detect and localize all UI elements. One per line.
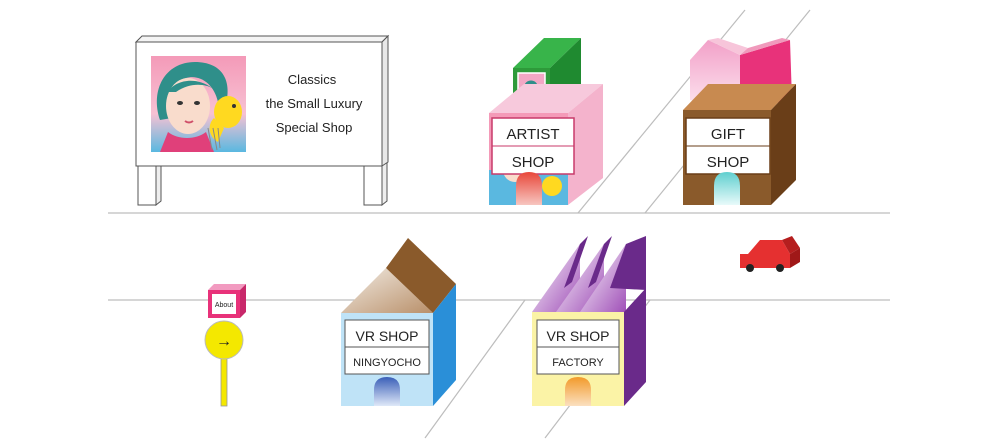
vr-shop-factory-building[interactable]: VR SHOP FACTORY [532,236,646,406]
about-sign-circle [204,320,244,360]
vr-factory-label-1: VR SHOP [546,328,609,344]
portrait-illustration [151,56,246,152]
vr-ningyocho-roof-front [341,268,433,313]
artist-shop-building[interactable]: ARTIST SHOP [489,38,603,205]
gift-shop-top [683,84,796,110]
vr-ningyocho-roof-side [386,238,456,313]
vr-ningyocho-side [433,284,456,406]
arrow-right-icon: → [216,333,232,350]
billboard-line-1: Classics [288,72,337,87]
gift-shop-label-2: SHOP [707,154,750,171]
artist-shop-label-2: SHOP [512,154,555,171]
vr-ningyocho-door [374,377,400,406]
artist-shop-cube-top [513,38,581,68]
about-sign-label: About [215,302,233,309]
billboard-line-3: Special Shop [276,120,353,135]
car-icon[interactable] [740,236,800,272]
vr-factory-door [565,377,591,406]
gift-shop-side [771,84,796,205]
vr-factory-side [624,288,646,406]
gift-shop-label-1: GIFT [711,126,745,143]
vr-factory-label-2: FACTORY [552,357,604,369]
billboard-side-edge [381,34,389,167]
vr-ningyocho-label-2: NINGYOCHO [353,357,421,369]
vr-shop-ningyocho-building[interactable]: VR SHOP NINGYOCHO [341,238,456,406]
gift-shop-door [714,172,740,205]
road-diagonal-lower-1 [424,299,526,439]
billboard-leg-left [137,159,157,206]
artist-shop-door [516,172,542,205]
artist-shop-label-1: ARTIST [506,126,559,143]
artist-shop-side [568,84,603,205]
factory-tooth-2 [588,236,612,288]
gift-shop-building[interactable]: GIFT SHOP [683,38,796,205]
billboard-top-edge [134,35,390,43]
billboard-line-2: the Small Luxury [266,96,363,111]
vr-ningyocho-label-1: VR SHOP [355,328,418,344]
artist-shop-roof [489,84,603,113]
factory-tooth-1 [564,236,588,288]
factory-tooth-3 [610,236,646,290]
about-sign[interactable]: About → [204,284,246,407]
billboard[interactable]: Classics the Small Luxury Special Shop [134,34,390,207]
billboard-leg-right [363,159,383,206]
